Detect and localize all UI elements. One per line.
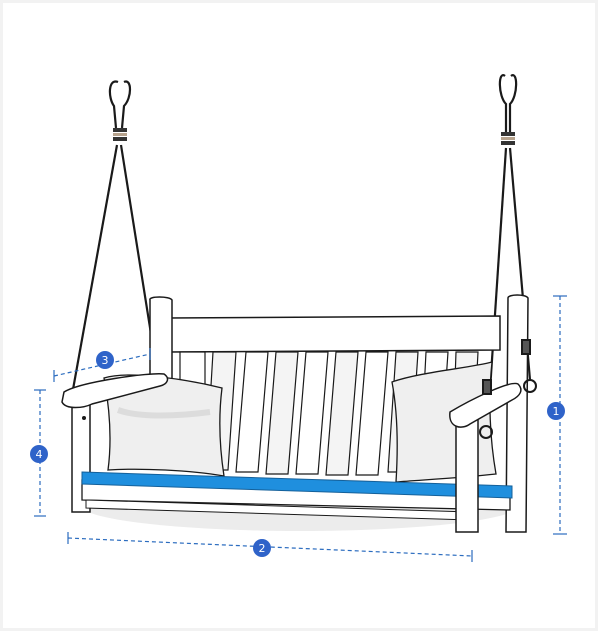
badge-label: 3 <box>102 354 109 367</box>
badge-seat-depth[interactable]: 3 <box>96 351 114 369</box>
back-top-rail <box>167 315 501 353</box>
left-hook <box>82 416 86 420</box>
left-armrest <box>61 372 169 409</box>
right-hook-rings <box>479 339 537 439</box>
badge-overall-width[interactable]: 2 <box>253 539 271 557</box>
badge-label: 4 <box>36 448 43 461</box>
badge-seat-height[interactable]: 4 <box>30 445 48 463</box>
dimension-line-width <box>67 537 473 557</box>
right-front-post <box>455 409 479 533</box>
badge-label: 1 <box>553 405 560 418</box>
seat-highlight-bar <box>81 471 513 499</box>
right-rope-clamp <box>501 132 515 145</box>
badge-label: 2 <box>259 542 266 555</box>
right-pillow <box>391 361 497 483</box>
left-rope-clamp <box>113 128 127 141</box>
badge-overall-height[interactable]: 1 <box>547 402 565 420</box>
left-pillow <box>103 374 225 477</box>
